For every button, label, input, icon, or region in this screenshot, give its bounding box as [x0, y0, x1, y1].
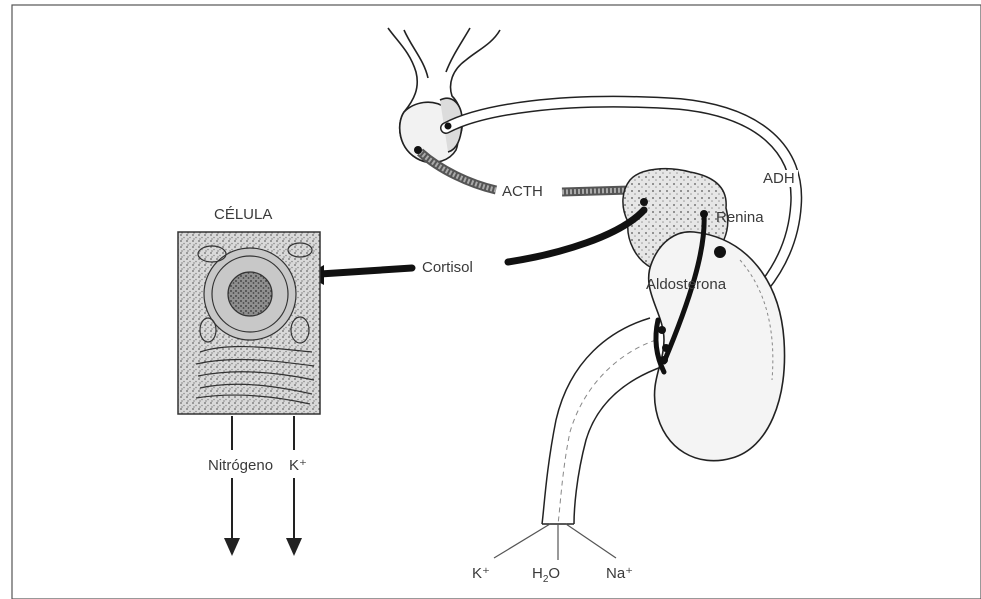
label-k-cell: K⁺	[286, 457, 310, 474]
label-nitrogeno: Nitrógeno	[205, 457, 276, 474]
label-cortisol: Cortisol	[419, 259, 476, 276]
figure-border	[12, 5, 981, 599]
label-h2o: H2O	[532, 566, 560, 585]
label-h2o-h: H	[532, 565, 543, 582]
label-aldosterona: Aldosterona	[646, 277, 726, 292]
label-h2o-o: O	[548, 565, 560, 582]
label-na-out: Na⁺	[606, 566, 633, 581]
label-renina: Renina	[716, 210, 764, 225]
label-acth: ACTH	[499, 183, 546, 200]
label-adh: ADH	[760, 170, 798, 187]
label-celula: CÉLULA	[214, 207, 272, 222]
label-k-out: K⁺	[472, 566, 490, 581]
cell	[178, 232, 320, 414]
